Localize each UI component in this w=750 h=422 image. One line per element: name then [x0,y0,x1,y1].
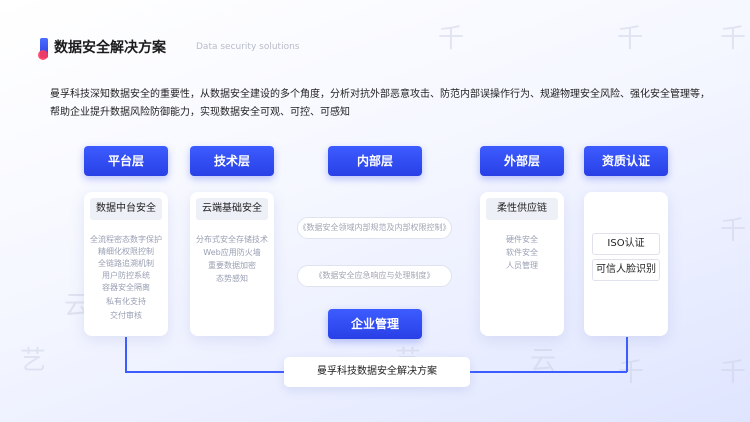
connector-right [626,337,628,372]
internal-item: 《数据安全领域内部规范及内部权限控制》 [297,217,452,239]
cert-item: 可信人脸识别 [592,259,660,281]
external-item: 人员管理 [506,261,538,270]
cert-header: 资质认证 [584,146,668,176]
connector-bottom-right [469,371,627,373]
connector-left [125,337,127,372]
platform-header: 平台层 [84,146,168,176]
watermark-glyph: 千 [618,358,645,388]
external-item: 软件安全 [506,248,538,257]
tech-tag: 云端基础安全 [196,198,268,220]
intro-paragraph: 曼孚科技深知数据安全的重要性，从数据安全建设的多个角度，分析对抗外部恶意攻击、防… [50,89,710,118]
platform-item: 容器安全隔离 [102,283,150,292]
platform-item: 全链路追溯机制 [98,259,154,268]
watermark-glyph: 千 [438,24,465,54]
watermark-glyph: 千 [720,24,747,54]
enterprise-management-label: 企业管理 [328,309,422,339]
tech-item: 重要数据加密 [208,261,256,270]
cert-item: ISO认证 [592,233,660,255]
platform-item: 用户防控系统 [102,271,150,280]
watermark-glyph: 千 [720,358,747,388]
page-title: 数据安全解决方案 [54,40,166,56]
internal-item: 《数据安全应急响应与处理制度》 [297,265,452,287]
tech-item: 分布式安全存储技术 [196,235,268,244]
page-title-en: Data security solutions [196,42,300,52]
title-accent-dot [38,50,48,60]
tech-item: Web应用防火墙 [203,248,261,257]
tech-item: 态势感知 [216,274,248,283]
external-header: 外部层 [480,146,564,176]
title-accent-bar [40,38,48,58]
watermark-glyph: 千 [720,216,747,246]
external-tag: 柔性供应链 [486,198,558,220]
platform-item: 全流程密态数字保护 [90,235,162,244]
connector-bottom-left [125,371,285,373]
platform-item: 私有化支持 [106,297,146,306]
platform-tag: 数据中台安全 [90,198,162,220]
tech-header: 技术层 [190,146,274,176]
watermark-glyph: 艺 [20,346,47,376]
watermark-glyph: 千 [617,24,644,54]
platform-item: 交付审核 [110,311,142,320]
internal-header: 内部层 [328,146,422,176]
solution-footer: 曼孚科技数据安全解决方案 [284,357,470,387]
platform-item: 精细化权限控制 [98,247,154,256]
external-item: 硬件安全 [506,235,538,244]
